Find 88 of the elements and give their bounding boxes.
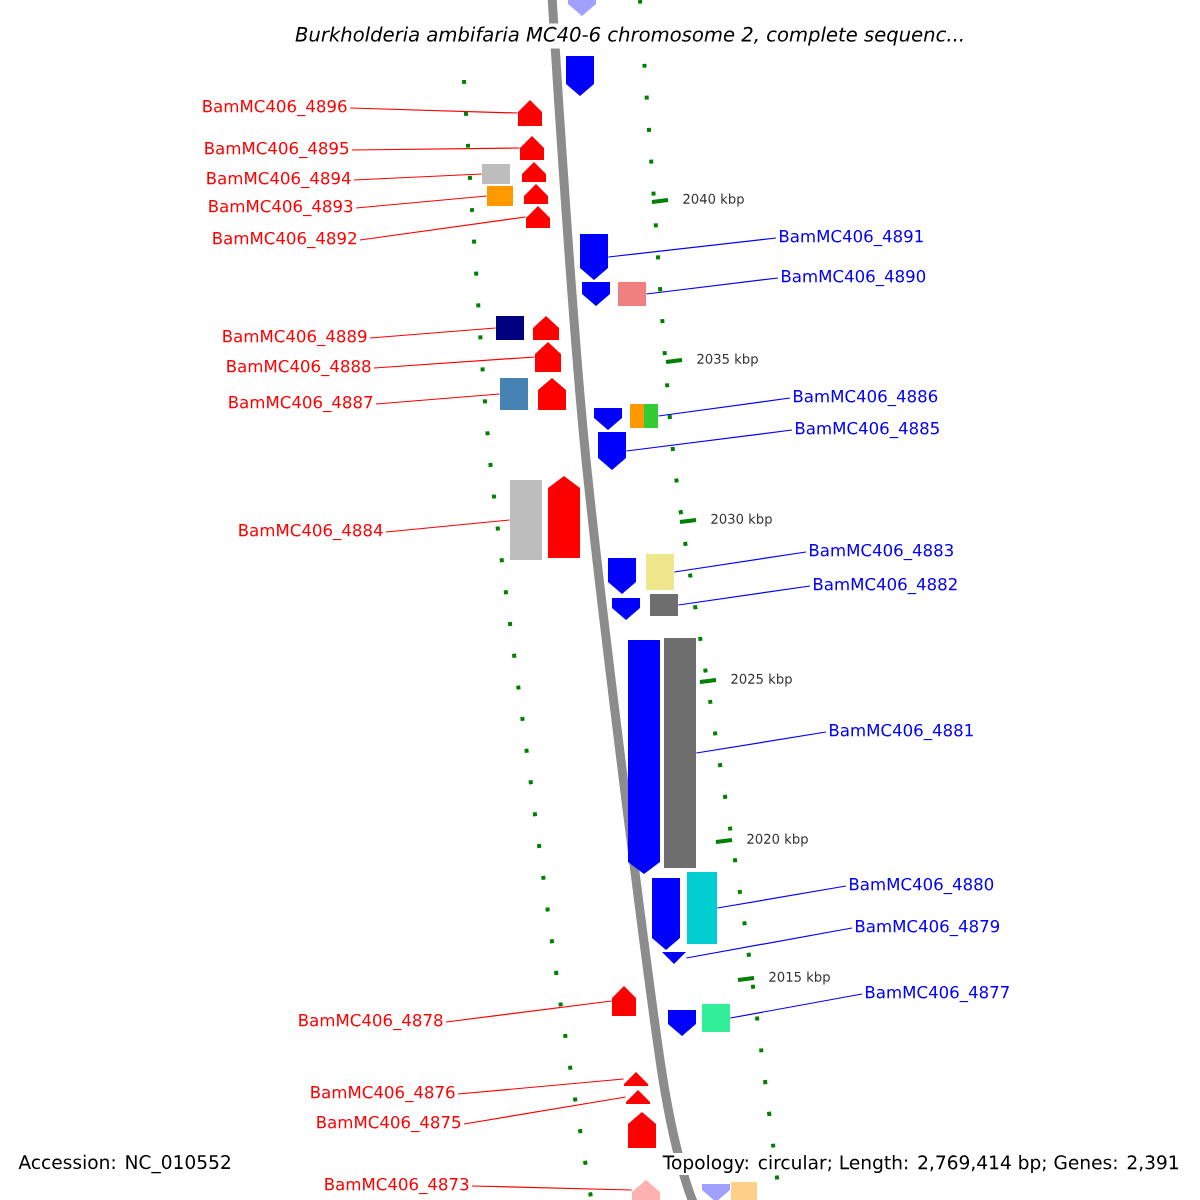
gene-feature bbox=[533, 316, 559, 340]
leader-line bbox=[359, 216, 527, 241]
leader-line bbox=[716, 885, 847, 909]
gene-feature bbox=[566, 56, 594, 96]
leader-line bbox=[673, 551, 807, 573]
leader-line bbox=[355, 195, 488, 209]
gene-feature bbox=[510, 480, 542, 560]
gene-feature bbox=[568, 0, 596, 16]
gene-feature bbox=[520, 136, 544, 160]
leader-line bbox=[471, 1185, 633, 1191]
gene-feature bbox=[650, 594, 678, 616]
gene-label: BamMC406_4896 bbox=[203, 99, 347, 117]
title: Burkholderia ambifaria MC40-6 chromosome 2, complete sequenc... bbox=[292, 23, 969, 49]
gene-feature bbox=[612, 986, 636, 1016]
gene-feature bbox=[582, 282, 610, 306]
leader-line bbox=[457, 1078, 625, 1095]
gene-label: BamMC406_4894 bbox=[207, 171, 351, 189]
gene-feature bbox=[594, 408, 622, 430]
leader-line bbox=[677, 585, 811, 606]
leader-line bbox=[625, 429, 793, 452]
gene-label: BamMC406_4890 bbox=[782, 269, 926, 287]
gene-label: BamMC406_4883 bbox=[810, 543, 953, 561]
gene-feature bbox=[496, 316, 524, 340]
gene-label: BamMC406_4887 bbox=[229, 395, 373, 413]
gene-label: BamMC406_4889 bbox=[223, 329, 367, 347]
leader-line bbox=[445, 1000, 613, 1023]
gene-label: BamMC406_4895 bbox=[205, 141, 349, 159]
leader-line bbox=[385, 519, 511, 533]
gene-label: BamMC406_4884 bbox=[239, 523, 383, 541]
leader-line bbox=[375, 393, 501, 405]
gene-label: BamMC406_4892 bbox=[213, 231, 356, 249]
gene-feature bbox=[668, 1010, 696, 1036]
gene-feature bbox=[538, 378, 566, 410]
gene-feature bbox=[687, 872, 717, 944]
leader-line bbox=[607, 237, 777, 258]
gene-feature bbox=[618, 282, 646, 306]
gene-label: BamMC406_4878 bbox=[299, 1013, 443, 1031]
gene-feature bbox=[664, 638, 696, 868]
leader-line bbox=[353, 173, 483, 181]
leader-line bbox=[729, 993, 863, 1019]
gene-feature bbox=[524, 184, 548, 204]
gene-label: BamMC406_4880 bbox=[850, 877, 994, 895]
leader-line bbox=[657, 397, 791, 417]
gene-feature bbox=[626, 1090, 650, 1104]
gene-feature bbox=[500, 378, 528, 410]
gene-label: BamMC406_4886 bbox=[794, 389, 938, 407]
leader-line bbox=[351, 147, 521, 151]
gene-label: BamMC406_4877 bbox=[866, 985, 1009, 1003]
leader-line bbox=[645, 277, 779, 295]
gene-feature bbox=[731, 1182, 757, 1200]
gene-feature bbox=[628, 640, 660, 874]
gene-feature bbox=[612, 598, 640, 620]
gene-feature bbox=[624, 1072, 648, 1086]
leader-line bbox=[373, 356, 536, 369]
gene-feature bbox=[646, 554, 674, 590]
gene-label: BamMC406_4879 bbox=[856, 919, 1000, 937]
gene-feature bbox=[482, 164, 510, 184]
gene-feature bbox=[518, 100, 542, 126]
gene-feature bbox=[526, 206, 550, 228]
gene-feature bbox=[598, 432, 626, 470]
gene-label: BamMC406_4888 bbox=[227, 359, 371, 377]
gene-label: BamMC406_4893 bbox=[209, 199, 353, 217]
gene-label: BamMC406_4891 bbox=[780, 229, 923, 247]
gene-feature bbox=[535, 342, 561, 372]
leader-line bbox=[695, 731, 827, 754]
gene-label: BamMC406_4881 bbox=[830, 723, 973, 741]
gene-feature bbox=[628, 1112, 656, 1148]
leader-line bbox=[349, 107, 519, 114]
gene-label: BamMC406_4882 bbox=[814, 577, 957, 595]
leader-line bbox=[463, 1096, 627, 1125]
gene-feature bbox=[548, 476, 580, 558]
leader-line bbox=[369, 327, 497, 339]
gene-label: BamMC406_4885 bbox=[796, 421, 939, 439]
gene-feature bbox=[702, 1004, 730, 1032]
gene-label: BamMC406_4875 bbox=[317, 1115, 461, 1133]
gene-feature bbox=[580, 234, 608, 280]
gene-label: BamMC406_4873 bbox=[325, 1177, 469, 1195]
genome-info-text: Topology: circular; Length: 2,769,414 bp; Genes: 2,391 bbox=[660, 1153, 1182, 1175]
gene-feature bbox=[608, 558, 636, 594]
gene-feature bbox=[522, 162, 546, 182]
gene-feature bbox=[487, 186, 513, 206]
leader-line bbox=[685, 927, 853, 959]
gene-label: BamMC406_4876 bbox=[311, 1085, 455, 1103]
gene-feature bbox=[632, 1180, 660, 1200]
gene-feature bbox=[702, 1184, 730, 1200]
gene-feature bbox=[662, 952, 686, 964]
gene-feature bbox=[630, 404, 658, 428]
accession-text: Accession: NC_010552 bbox=[16, 1152, 234, 1176]
